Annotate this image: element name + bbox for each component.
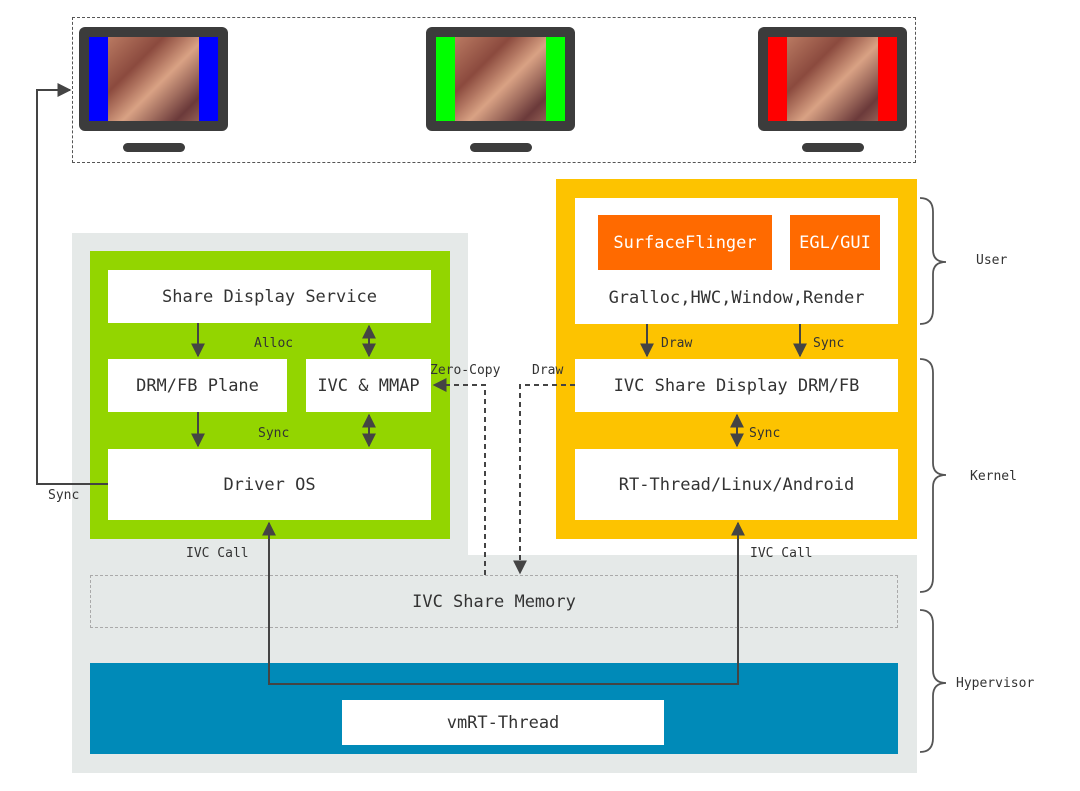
monitor-stand [123, 143, 185, 152]
monitor-screen [768, 37, 897, 121]
alloc-label: Alloc [254, 336, 294, 351]
monitor-side-right [878, 37, 897, 121]
os-label: RT-Thread/Linux/Android [618, 474, 855, 495]
monitor-green [426, 27, 575, 153]
left-sync-inner-label: Sync [258, 426, 290, 441]
os-box: RT-Thread/Linux/Android [575, 449, 898, 520]
display-container [72, 17, 916, 163]
layer-hypervisor-label: Hypervisor [956, 676, 1035, 691]
surfaceflinger-box: SurfaceFlinger [598, 215, 772, 270]
ivc-share-display-label: IVC Share Display DRM/FB [613, 375, 860, 396]
share-display-service-label: Share Display Service [162, 286, 377, 307]
monitor-side-right [199, 37, 218, 121]
draw-dashed-line [513, 384, 575, 575]
driver-os-label: Driver OS [223, 474, 316, 495]
monitor-screen [436, 37, 565, 121]
drm-fb-plane-box: DRM/FB Plane [108, 359, 287, 412]
zero-copy-label: Zero-Copy [430, 363, 501, 378]
monitor-stand [470, 143, 532, 152]
drm-fb-plane-label: DRM/FB Plane [136, 375, 259, 396]
right-draw-label: Draw [661, 336, 693, 351]
monitor-side-right [546, 37, 565, 121]
brace-user [919, 197, 947, 325]
share-display-service-box: Share Display Service [108, 270, 431, 323]
sync-display-line [36, 83, 108, 485]
gralloc-line-label: Gralloc,HWC,Window,Render [608, 288, 865, 308]
draw-label: Draw [532, 363, 564, 378]
brace-hypervisor [919, 609, 947, 753]
brace-kernel [919, 358, 947, 593]
egl-gui-box: EGL/GUI [790, 215, 880, 270]
zero-copy-line [432, 378, 486, 575]
ivc-call-right-label: IVC Call [750, 546, 813, 561]
vmrt-thread-box: vmRT-Thread [342, 700, 664, 745]
vmrt-thread-label: vmRT-Thread [446, 712, 560, 733]
monitor-side-left [768, 37, 787, 121]
layer-user-label: User [976, 253, 1008, 268]
ivc-mmap-box: IVC & MMAP [306, 359, 431, 412]
right-sync-mid-label: Sync [749, 426, 781, 441]
monitor-screen [89, 37, 218, 121]
ivc-share-memory-label: IVC Share Memory [412, 591, 576, 612]
monitor-side-left [436, 37, 455, 121]
surfaceflinger-label: SurfaceFlinger [613, 232, 757, 253]
ivc-share-display-box: IVC Share Display DRM/FB [575, 359, 898, 412]
egl-gui-label: EGL/GUI [799, 232, 871, 253]
sync-left-label: Sync [48, 488, 80, 503]
driver-os-box: Driver OS [108, 449, 431, 520]
ivc-call-loop [262, 521, 745, 685]
right-sync-top-label: Sync [813, 336, 845, 351]
monitor-blue [79, 27, 228, 153]
layer-kernel-label: Kernel [970, 469, 1017, 484]
monitor-red [758, 27, 907, 153]
ivc-call-left-label: IVC Call [186, 546, 249, 561]
monitor-stand [802, 143, 864, 152]
monitor-side-left [89, 37, 108, 121]
ivc-mmap-label: IVC & MMAP [317, 375, 420, 396]
ivc-share-memory-box: IVC Share Memory [90, 575, 898, 628]
